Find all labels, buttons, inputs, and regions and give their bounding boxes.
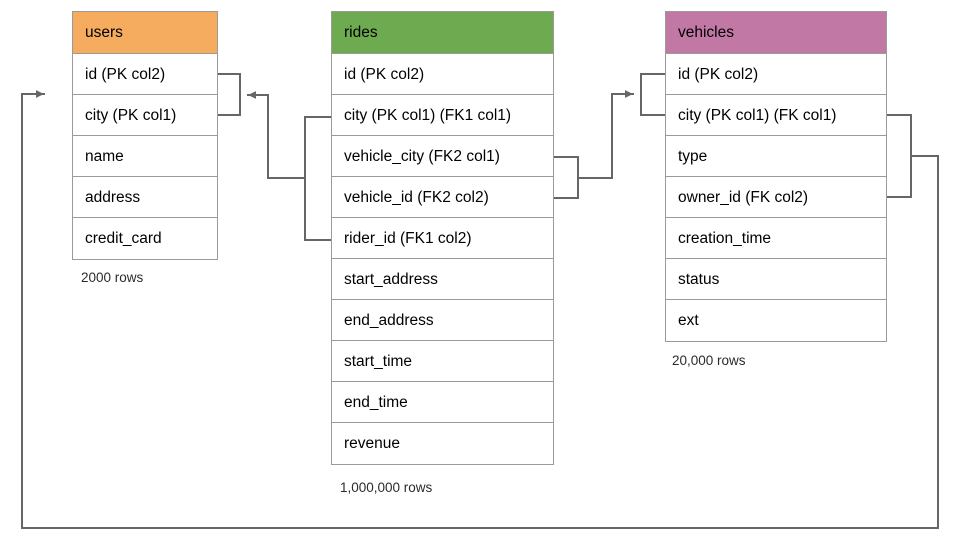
- row-count-vehicles: 20,000 rows: [672, 353, 746, 368]
- rides-to-vehicles-connector: [577, 90, 634, 179]
- entity-table-users[interactable]: users id (PK col2) city (PK col1) name a…: [72, 11, 218, 260]
- field-rides-vehicle-id[interactable]: vehicle_id (FK2 col2): [332, 177, 553, 218]
- table-header-rides: rides: [332, 12, 553, 54]
- field-users-name[interactable]: name: [73, 136, 217, 177]
- field-vehicles-id[interactable]: id (PK col2): [666, 54, 886, 95]
- field-vehicles-city[interactable]: city (PK col1) (FK col1): [666, 95, 886, 136]
- table-header-users: users: [73, 12, 217, 54]
- rides-to-users-connector: [247, 91, 306, 179]
- row-count-users: 2000 rows: [81, 270, 144, 285]
- field-rides-start-address[interactable]: start_address: [332, 259, 553, 300]
- entity-table-rides[interactable]: rides id (PK col2) city (PK col1) (FK1 c…: [331, 11, 554, 465]
- users-key-bracket: [217, 73, 241, 116]
- field-vehicles-owner-id[interactable]: owner_id (FK col2): [666, 177, 886, 218]
- field-vehicles-ext[interactable]: ext: [666, 300, 886, 341]
- rides-vehicle-fk-bracket: [553, 156, 579, 199]
- field-rides-end-address[interactable]: end_address: [332, 300, 553, 341]
- field-rides-city[interactable]: city (PK col1) (FK1 col1): [332, 95, 553, 136]
- field-rides-start-time[interactable]: start_time: [332, 341, 553, 382]
- field-users-address[interactable]: address: [73, 177, 217, 218]
- field-vehicles-creation-time[interactable]: creation_time: [666, 218, 886, 259]
- field-rides-rider-id[interactable]: rider_id (FK1 col2): [332, 218, 553, 259]
- field-rides-revenue[interactable]: revenue: [332, 423, 553, 464]
- field-vehicles-type[interactable]: type: [666, 136, 886, 177]
- entity-table-vehicles[interactable]: vehicles id (PK col2) city (PK col1) (FK…: [665, 11, 887, 342]
- field-rides-vehicle-city[interactable]: vehicle_city (FK2 col1): [332, 136, 553, 177]
- field-rides-end-time[interactable]: end_time: [332, 382, 553, 423]
- field-users-credit-card[interactable]: credit_card: [73, 218, 217, 259]
- field-rides-id[interactable]: id (PK col2): [332, 54, 553, 95]
- field-users-id[interactable]: id (PK col2): [73, 54, 217, 95]
- row-count-rides: 1,000,000 rows: [340, 480, 433, 495]
- vehicles-key-bracket: [640, 73, 666, 116]
- field-users-city[interactable]: city (PK col1): [73, 95, 217, 136]
- field-vehicles-status[interactable]: status: [666, 259, 886, 300]
- table-header-vehicles: vehicles: [666, 12, 886, 54]
- vehicles-owner-fk-bracket: [886, 114, 912, 198]
- rides-rider-fk-bracket: [304, 116, 332, 241]
